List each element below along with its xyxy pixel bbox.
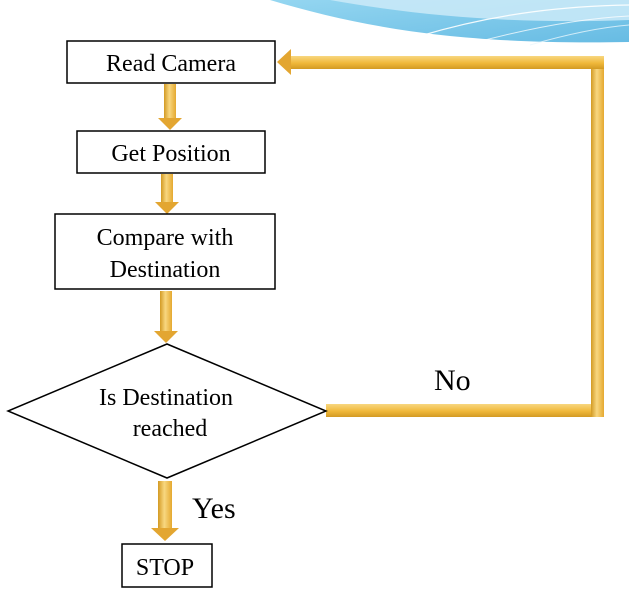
- loop-right-segment: [591, 62, 604, 417]
- arrow-position-to-compare: [155, 174, 179, 214]
- wave-line-2: [469, 15, 629, 45]
- stop-label: STOP: [136, 555, 194, 581]
- branch-label-yes: Yes: [192, 492, 236, 525]
- loop-top-segment: [289, 56, 604, 69]
- branch-label-no: No: [434, 364, 471, 397]
- decorative-wave-corner: [270, 0, 629, 46]
- read-camera-box: Read Camera: [66, 40, 276, 84]
- compare-label-line2: Destination: [110, 257, 221, 283]
- loop-bottom-segment: [326, 404, 603, 417]
- arrow-decision-to-stop: [151, 481, 179, 541]
- compare-label-line1: Compare with: [97, 225, 234, 251]
- decision-label-line2: reached: [133, 416, 208, 442]
- wave-line-1: [419, 4, 629, 37]
- loop-arrowhead: [277, 49, 291, 75]
- compare-destination-box: Compare with Destination: [54, 213, 276, 290]
- wave-line-3: [529, 24, 629, 46]
- feedback-loop-arrow: [277, 49, 604, 417]
- wave-shape-light: [330, 0, 629, 22]
- decision-label-line1: Is Destination: [99, 385, 233, 411]
- get-position-label: Get Position: [111, 141, 230, 167]
- arrow-read-to-position: [158, 84, 182, 130]
- stop-box: STOP: [121, 543, 213, 588]
- get-position-box: Get Position: [76, 130, 266, 174]
- decision-diamond: Is Destination reached: [6, 343, 328, 479]
- arrow-compare-to-decision: [154, 291, 178, 343]
- read-camera-label: Read Camera: [106, 51, 236, 77]
